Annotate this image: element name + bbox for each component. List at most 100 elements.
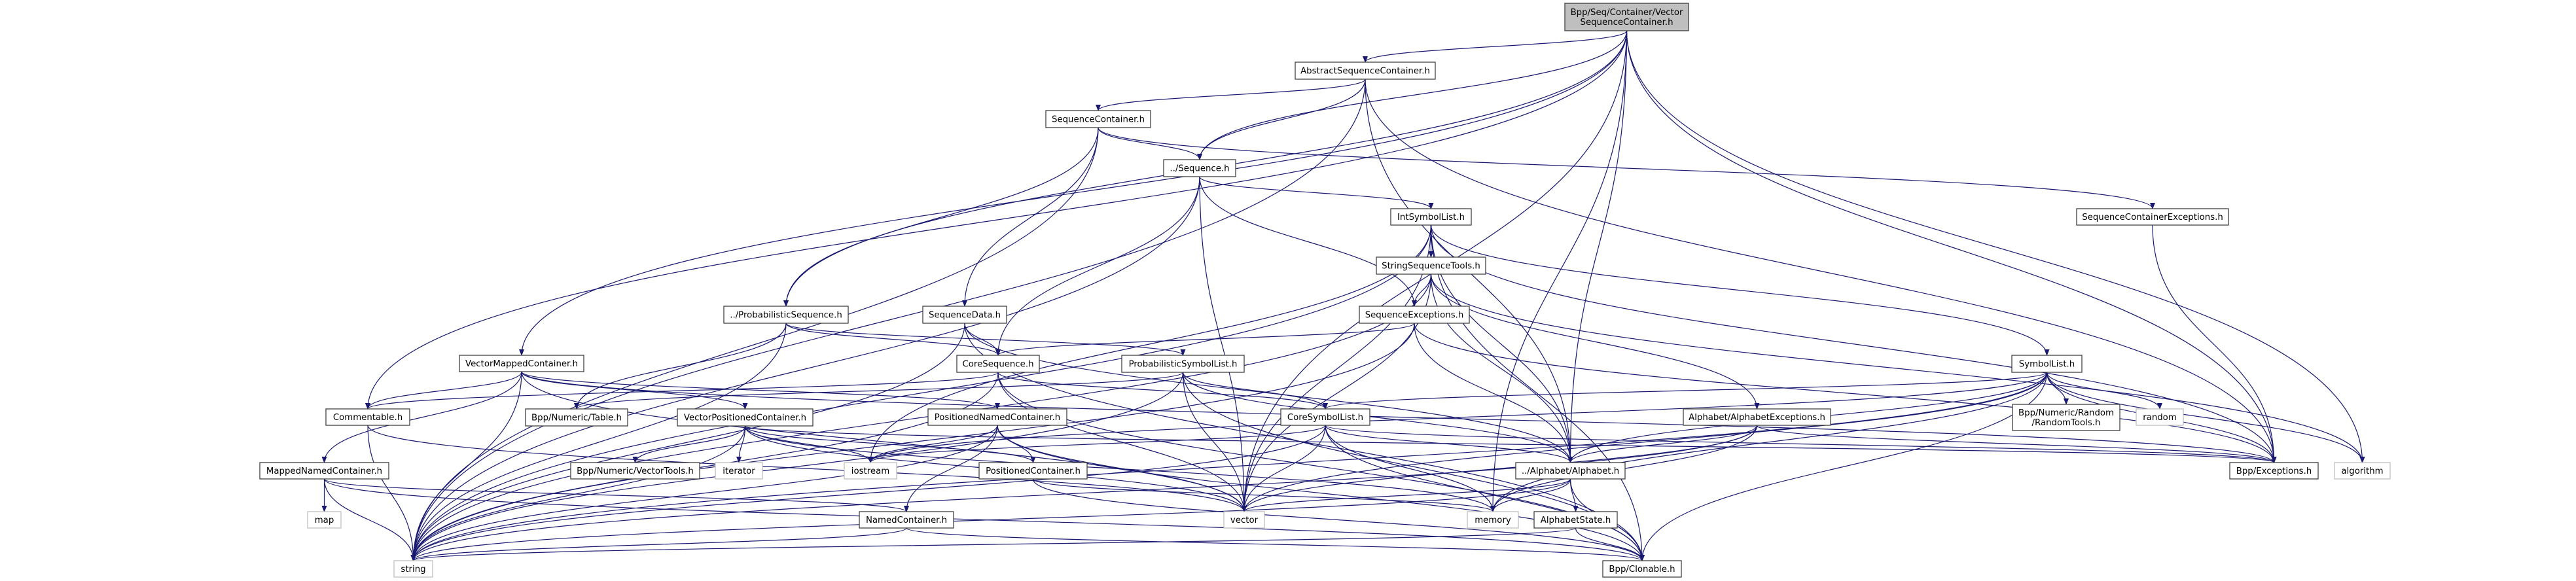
edge-seqcontainer-to-seqcontainerexc bbox=[1098, 127, 2155, 209]
node-clonable[interactable]: Bpp/Clonable.h bbox=[1602, 560, 1682, 578]
node-sequenceexc[interactable]: SequenceExceptions.h bbox=[1359, 306, 1470, 324]
edge-sequenceexc-to-coresequence bbox=[995, 323, 1415, 356]
node-box bbox=[1045, 110, 1151, 128]
edge-vectormapped-to-string bbox=[410, 371, 522, 561]
node-poscontainer[interactable]: PositionedContainer.h bbox=[978, 462, 1088, 480]
edge-abstract-to-sequence bbox=[1197, 79, 1366, 160]
edge-posnamed-to-string bbox=[410, 425, 998, 561]
node-probseq[interactable]: ../ProbabilisticSequence.h bbox=[723, 306, 849, 324]
edge-vectorpositioned-to-string bbox=[410, 425, 746, 561]
node-alphabet[interactable]: ../Alphabet/Alphabet.h bbox=[1515, 462, 1626, 480]
node-namedcontainer[interactable]: NamedContainer.h bbox=[859, 511, 954, 529]
node-label: iostream bbox=[851, 467, 889, 476]
node-box bbox=[459, 355, 584, 372]
node-label: algorithm bbox=[2341, 467, 2383, 476]
edge-intsymbollist-to-vector bbox=[1242, 224, 1432, 512]
node-box bbox=[1121, 355, 1245, 373]
node-box bbox=[859, 511, 954, 529]
node-symbollist[interactable]: SymbolList.h bbox=[2011, 355, 2083, 373]
edge-probseq-to-coresequence bbox=[785, 323, 1001, 356]
node-alphabetstate[interactable]: AlphabetState.h bbox=[1533, 511, 1618, 529]
node-stringseqtools[interactable]: StringSequenceTools.h bbox=[1376, 256, 1486, 275]
node-box bbox=[1295, 62, 1436, 80]
edge-sequence-to-vector bbox=[1199, 176, 1247, 512]
node-memory: memory bbox=[1467, 511, 1519, 529]
node-coresymbollist[interactable]: CoreSymbolList.h bbox=[1280, 408, 1370, 426]
node-box bbox=[1359, 306, 1470, 324]
node-probsymbollist[interactable]: ProbabilisticSymbolList.h bbox=[1121, 355, 1245, 373]
node-box bbox=[1376, 256, 1486, 275]
edge-posnamed-to-vector bbox=[997, 425, 1247, 512]
edge-vectormapped-to-commentable bbox=[365, 371, 522, 410]
edge-vectorpositioned-to-vectortools bbox=[632, 425, 746, 463]
node-commentable[interactable]: Commentable.h bbox=[325, 408, 410, 426]
node-box bbox=[2334, 462, 2391, 480]
node-box bbox=[677, 408, 814, 427]
node-label: CoreSymbolList.h bbox=[1287, 413, 1363, 423]
edge-root-to-algorithm bbox=[1626, 30, 2365, 463]
edge-sequence-to-coresequence bbox=[995, 176, 1200, 356]
node-box bbox=[2076, 208, 2229, 226]
edge-sequencedata-to-alphabet bbox=[964, 323, 1573, 463]
node-sequence[interactable]: ../Sequence.h bbox=[1163, 159, 1236, 177]
node-label: Bpp/Numeric/Table.h bbox=[531, 414, 622, 423]
edge-alphabetstate-to-clonable bbox=[1575, 527, 1645, 561]
node-box bbox=[927, 408, 1067, 426]
edge-probseq-to-string bbox=[410, 323, 787, 561]
edge-alphabetexc-to-alphabet bbox=[1567, 425, 1758, 463]
node-exceptions[interactable]: Bpp/Exceptions.h bbox=[2229, 462, 2319, 480]
node-sequencedata[interactable]: SequenceData.h bbox=[922, 306, 1007, 324]
edge-coresymbollist-to-iostream bbox=[868, 425, 1326, 463]
node-mappednamed[interactable]: MappedNamedContainer.h bbox=[259, 462, 389, 480]
node-label: PositionedContainer.h bbox=[986, 467, 1081, 476]
node-seqcontainer[interactable]: SequenceContainer.h bbox=[1045, 110, 1151, 128]
node-abstract[interactable]: AbstractSequenceContainer.h bbox=[1295, 62, 1436, 80]
edge-abstract-to-exceptions bbox=[1365, 79, 2277, 463]
edge-intsymbollist-to-symbollist bbox=[1430, 224, 2050, 356]
node-box bbox=[1467, 511, 1519, 529]
node-seqcontainerexc[interactable]: SequenceContainerExceptions.h bbox=[2076, 208, 2229, 226]
node-label: VectorPositionedContainer.h bbox=[684, 414, 806, 423]
edge-seqcontainerexc-to-exceptions bbox=[2152, 224, 2277, 463]
node-box bbox=[325, 408, 410, 426]
edge-abstract-to-seqcontainer bbox=[1096, 79, 1366, 111]
edge-stringseqtools-to-algorithm bbox=[1430, 273, 2365, 463]
node-label: Bpp/Seq/Container/Vector bbox=[1571, 8, 1683, 18]
node-label: Bpp/Numeric/VectorTools.h bbox=[577, 467, 694, 476]
node-table[interactable]: Bpp/Numeric/Table.h bbox=[525, 408, 628, 427]
node-alphabetexc[interactable]: Alphabet/AlphabetExceptions.h bbox=[1683, 408, 1831, 426]
edge-coresymbollist-to-alphabet bbox=[1325, 425, 1573, 463]
node-posnamed[interactable]: PositionedNamedContainer.h bbox=[927, 408, 1067, 426]
edge-alphabet-to-vector bbox=[1242, 478, 1571, 512]
node-label: AbstractSequenceContainer.h bbox=[1300, 67, 1430, 77]
node-label: CoreSequence.h bbox=[962, 360, 1033, 370]
edge-probsymbollist-to-table bbox=[574, 372, 1184, 410]
node-box bbox=[2229, 462, 2319, 480]
node-label: random bbox=[2143, 413, 2177, 423]
edge-probsymbollist-to-string bbox=[410, 372, 1184, 561]
node-iterator: iterator bbox=[715, 462, 763, 480]
edge-symbollist-to-string bbox=[410, 372, 2048, 561]
node-label: ../ProbabilisticSequence.h bbox=[730, 311, 842, 321]
edge-alphabetexc-to-exceptions bbox=[1756, 425, 2277, 463]
node-box bbox=[1280, 408, 1370, 426]
node-label: Bpp/Numeric/Random bbox=[2018, 408, 2114, 418]
edge-sequence-to-string bbox=[410, 176, 1200, 561]
node-vectormapped[interactable]: VectorMappedContainer.h bbox=[459, 355, 584, 372]
node-randomtools[interactable]: Bpp/Numeric/Random/RandomTools.h bbox=[2012, 404, 2120, 431]
edge-vectormapped-to-posnamed bbox=[521, 371, 1000, 410]
edge-coresequence-to-vector bbox=[997, 372, 1247, 512]
edge-vectorpositioned-to-iostream bbox=[744, 425, 873, 463]
node-label: vector bbox=[1230, 516, 1259, 525]
edge-intsymbollist-to-exceptions bbox=[1430, 224, 2277, 463]
node-box bbox=[1163, 159, 1236, 177]
node-coresequence[interactable]: CoreSequence.h bbox=[956, 355, 1040, 373]
node-vectortools[interactable]: Bpp/Numeric/VectorTools.h bbox=[570, 462, 700, 480]
edge-intsymbollist-to-string bbox=[410, 224, 1432, 561]
node-label: iterator bbox=[723, 467, 755, 476]
edge-mappednamed-to-namedcontainer bbox=[323, 478, 909, 512]
node-root[interactable]: Bpp/Seq/Container/VectorSequenceContaine… bbox=[1564, 3, 1689, 31]
node-vectorpositioned[interactable]: VectorPositionedContainer.h bbox=[677, 408, 814, 427]
node-intsymbollist[interactable]: IntSymbolList.h bbox=[1390, 208, 1472, 226]
edge-symbollist-to-coresymbollist bbox=[1323, 372, 2048, 410]
